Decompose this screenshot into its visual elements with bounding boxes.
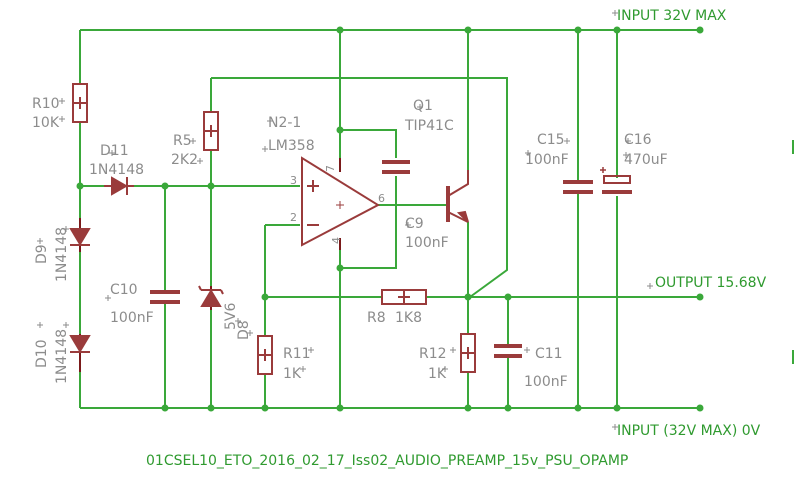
label-d10-value: 1N4148 (54, 329, 70, 384)
label-r11-name: R11 (283, 346, 311, 362)
label-r12-name: R12 (419, 346, 447, 362)
resistor-r5 (203, 111, 219, 151)
label-c11-value: 100nF (524, 374, 568, 390)
schematic-title: 01CSEL10_ETO_2016_02_17_Iss02_AUDIO_PREA… (146, 453, 628, 469)
label-q1-name: Q1 (413, 98, 433, 114)
label-r5-name: R5 (173, 133, 192, 149)
label-c10-name: C10 (110, 282, 138, 298)
junction-dot (207, 404, 215, 412)
label-pin-4: 4 (330, 237, 343, 244)
label-r12-value: 1K (428, 366, 447, 382)
label-d11-value: 1N4148 (89, 162, 144, 178)
net-label-output: OUTPUT 15.68V (655, 275, 767, 291)
junction-dot (696, 293, 704, 301)
label-r5-value: 2K2 (171, 152, 198, 168)
label-r10-value: 10K (32, 115, 60, 131)
junction-dot (464, 293, 472, 301)
junction-dot (161, 182, 169, 190)
capacitor-c10 (150, 290, 180, 304)
label-d11-name: D11 (100, 143, 129, 159)
junction-dot (504, 404, 512, 412)
wires (79, 29, 700, 409)
resistor-r11 (257, 335, 273, 375)
resistor-r8 (381, 289, 427, 305)
wire-opamp-supply (339, 30, 397, 158)
label-c9-name: C9 (405, 216, 424, 232)
label-c15-name: C15 (537, 132, 565, 148)
junction-dot (207, 182, 215, 190)
resistor-r10 (72, 83, 88, 123)
label-c10-value: 100nF (110, 310, 154, 326)
junction-dot (336, 264, 344, 272)
junction-dot (504, 293, 512, 301)
wire-r5-column (210, 77, 508, 408)
label-c16-value: 470uF (624, 152, 668, 168)
junction-dot (613, 404, 621, 412)
junction-dot (696, 404, 704, 412)
label-r11-value: 1K (283, 366, 302, 382)
capacitor-c16 (600, 167, 632, 194)
label-r8-value: 1K8 (395, 310, 422, 326)
transistor-q1 (446, 170, 469, 223)
label-n2-value: LM358 (268, 138, 315, 154)
label-q1-value: TIP41C (404, 118, 454, 134)
label-pin-7: 7 (324, 165, 337, 172)
net-label-input-top: INPUT 32V MAX (617, 8, 727, 24)
label-d8-name: D8 (236, 320, 252, 340)
label-d9-name: D9 (34, 244, 50, 264)
label-d10-name: D10 (34, 339, 50, 368)
junction-dot (76, 182, 84, 190)
label-d8-value: 5V6 (223, 303, 239, 330)
opamp-n2 (301, 156, 381, 250)
junction-dot (574, 404, 582, 412)
label-c9-value: 100nF (405, 235, 449, 251)
label-d9-value: 1N4148 (54, 227, 70, 282)
net-label-input-bottom: INPUT (32V MAX) 0V (617, 423, 761, 439)
resistor-r12 (460, 333, 476, 373)
junction-dot (574, 26, 582, 34)
junction-dot (336, 126, 344, 134)
diode-d10 (69, 334, 91, 372)
origin-markers (37, 10, 653, 430)
capacitor-c9 (382, 160, 410, 174)
junction-dot (261, 293, 269, 301)
junction-dot (261, 404, 269, 412)
junction-dot (696, 26, 704, 34)
junction-dot (336, 26, 344, 34)
junctions (76, 26, 704, 412)
junction-dot (613, 26, 621, 34)
junction-dot (336, 404, 344, 412)
label-pin-3: 3 (290, 174, 297, 187)
junction-dot (464, 404, 472, 412)
label-pin-2: 2 (290, 211, 297, 224)
label-r10-name: R10 (32, 96, 60, 112)
wire-inv-input (264, 224, 300, 408)
label-c11-name: C11 (535, 346, 563, 362)
diode-d9 (69, 218, 91, 252)
capacitor-c15 (563, 180, 593, 194)
diode-d11 (104, 176, 134, 196)
label-pin-6: 6 (378, 192, 385, 205)
junction-dot (464, 26, 472, 34)
label-r8-name: R8 (367, 310, 386, 326)
label-c15-value: 100nF (525, 152, 569, 168)
junction-dot (161, 404, 169, 412)
label-c16-name: C16 (624, 132, 652, 148)
capacitor-c11 (494, 344, 522, 358)
label-n2-name: N2-1 (268, 115, 301, 131)
zener-d8 (198, 285, 224, 310)
